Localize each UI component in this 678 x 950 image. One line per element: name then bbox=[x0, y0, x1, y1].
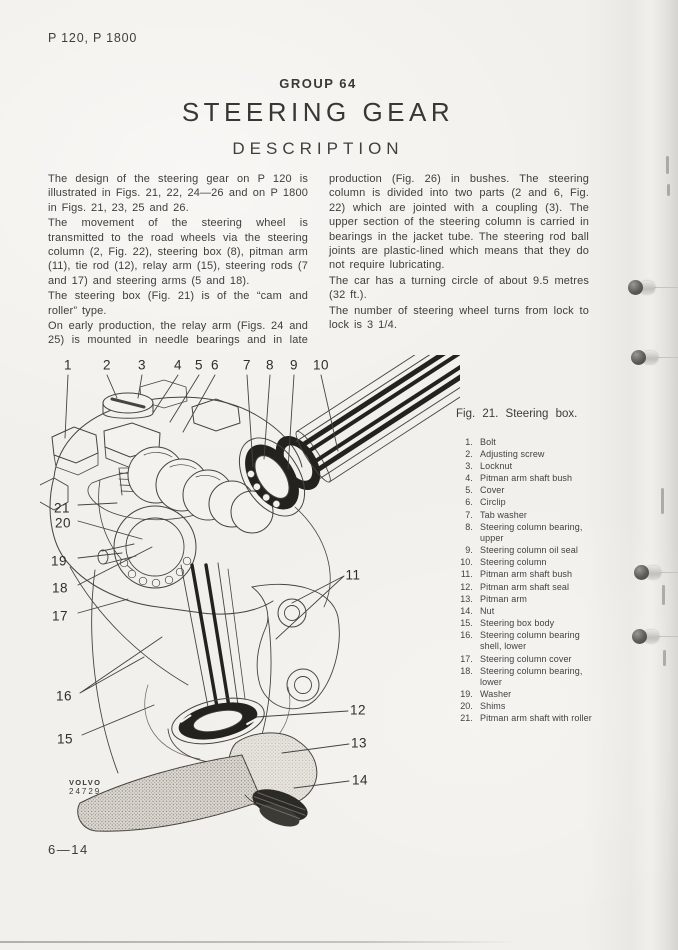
volvo-watermark: VOLVO 24729 bbox=[69, 779, 101, 796]
paragraph: The movement of the steering wheel is tr… bbox=[48, 217, 308, 287]
parts-list-item: 6.Circlip bbox=[465, 497, 506, 508]
parts-list-item: 9.Steering column oil seal bbox=[465, 545, 578, 556]
binder-edge-mark bbox=[663, 650, 666, 666]
parts-list-item: 18.Steering column bearing, lower bbox=[460, 665, 583, 688]
page-title: STEERING GEAR bbox=[181, 97, 455, 127]
figure-callout: 11 bbox=[345, 567, 361, 583]
parts-list-item: 20.Shims bbox=[460, 701, 506, 712]
figure-callout: 20 bbox=[54, 515, 72, 531]
parts-list-item: 21.Pitman arm shaft with roller bbox=[460, 713, 592, 724]
figure-callout: 3 bbox=[137, 357, 147, 373]
figure-callout: 2 bbox=[102, 357, 112, 373]
figure-callout: 15 bbox=[56, 731, 74, 747]
binder-post bbox=[631, 350, 678, 366]
parts-list-item: 13.Pitman arm bbox=[460, 593, 528, 604]
figure-callout: 18 bbox=[51, 580, 69, 596]
description-text: The design of the steering gear on P 120… bbox=[48, 172, 589, 349]
figure-callout: 14 bbox=[351, 772, 369, 788]
page-bottom-edge bbox=[0, 941, 520, 943]
parts-list-item: 15.Steering box body bbox=[460, 617, 555, 628]
volvo-logo-text: VOLVO bbox=[69, 778, 102, 787]
binder-edge-mark bbox=[662, 585, 665, 605]
parts-list-item: 3.Locknut bbox=[465, 461, 513, 472]
parts-list-item: 2.Adjusting screw bbox=[465, 449, 545, 460]
figure-callout: 13 bbox=[350, 735, 368, 751]
model-header: P 120, P 1800 bbox=[48, 31, 138, 45]
binder-edge-mark bbox=[666, 156, 669, 174]
text-column-right: production (Fig. 26) in bushes. The stee… bbox=[329, 172, 589, 349]
steering-box-figure: 1 2 3 4 5 6 7 8 9 10 11 12 13 14 15 16 1… bbox=[40, 355, 460, 845]
paragraph: The number of steering wheel turns from … bbox=[329, 304, 589, 332]
parts-list-item: 7.Tab washer bbox=[465, 509, 528, 520]
parts-list-item: 17.Steering column cover bbox=[460, 653, 572, 664]
parts-list-item: 12.Pitman arm shaft seal bbox=[460, 581, 570, 592]
binder-edge-mark bbox=[661, 488, 664, 514]
binder-post bbox=[632, 629, 678, 645]
figure-callout: 4 bbox=[173, 357, 183, 373]
figure-callout: 17 bbox=[51, 608, 69, 624]
paragraph: On early production, the relay arm (Figs… bbox=[48, 320, 308, 347]
paragraph: production (Fig. 26) in bushes. The stee… bbox=[329, 173, 589, 272]
figure-callout: 5 bbox=[194, 357, 204, 373]
figure-callout: 16 bbox=[55, 688, 73, 704]
figure-callout: 6 bbox=[210, 357, 220, 373]
paragraph: The design of the steering gear on P 120… bbox=[48, 173, 308, 214]
text-column-left: The design of the steering gear on P 120… bbox=[48, 172, 308, 349]
parts-list-item: 4.Pitman arm shaft bush bbox=[465, 473, 573, 484]
figure-callout: 1 bbox=[63, 357, 73, 373]
group-label: GROUP 64 bbox=[279, 76, 357, 91]
binder-post bbox=[634, 565, 678, 581]
figure-callout: 7 bbox=[242, 357, 252, 373]
figure-callout: 12 bbox=[349, 702, 367, 718]
parts-list-item: 14.Nut bbox=[460, 605, 495, 616]
paragraph: The car has a turning circle of about 9.… bbox=[329, 274, 589, 302]
figure-callout: 19 bbox=[50, 553, 68, 569]
binder-edge-mark bbox=[667, 184, 670, 196]
parts-list-item: 10.Steering column bbox=[460, 557, 547, 568]
figure-callout: 10 bbox=[312, 357, 330, 373]
parts-list: 1.Bolt 2.Adjusting screw 3.Locknut 4.Pit… bbox=[456, 437, 592, 725]
figure-callout: 8 bbox=[265, 357, 275, 373]
parts-list-item: 8.Steering column bearing, upper bbox=[465, 521, 583, 544]
paragraph: The steering box (Fig. 21) is of the “ca… bbox=[48, 290, 308, 317]
figure-callout: 9 bbox=[289, 357, 299, 373]
page-number: 6—14 bbox=[48, 842, 89, 857]
drawing-number: 24729 bbox=[69, 787, 102, 796]
parts-list-item: 19.Washer bbox=[460, 689, 512, 700]
parts-list-item: 11.Pitman arm shaft bush bbox=[460, 569, 573, 580]
parts-list-item: 5.Cover bbox=[465, 485, 505, 496]
binder-post bbox=[628, 280, 678, 296]
parts-list-item: 1.Bolt bbox=[465, 437, 496, 447]
steering-box-illustration bbox=[40, 355, 460, 832]
figure-caption: Fig. 21. Steering box. bbox=[456, 408, 578, 420]
figure-callout: 21 bbox=[53, 500, 71, 516]
page-subtitle: DESCRIPTION bbox=[232, 139, 404, 158]
parts-list-item: 16.Steering column bearing shell, lower bbox=[460, 629, 580, 652]
